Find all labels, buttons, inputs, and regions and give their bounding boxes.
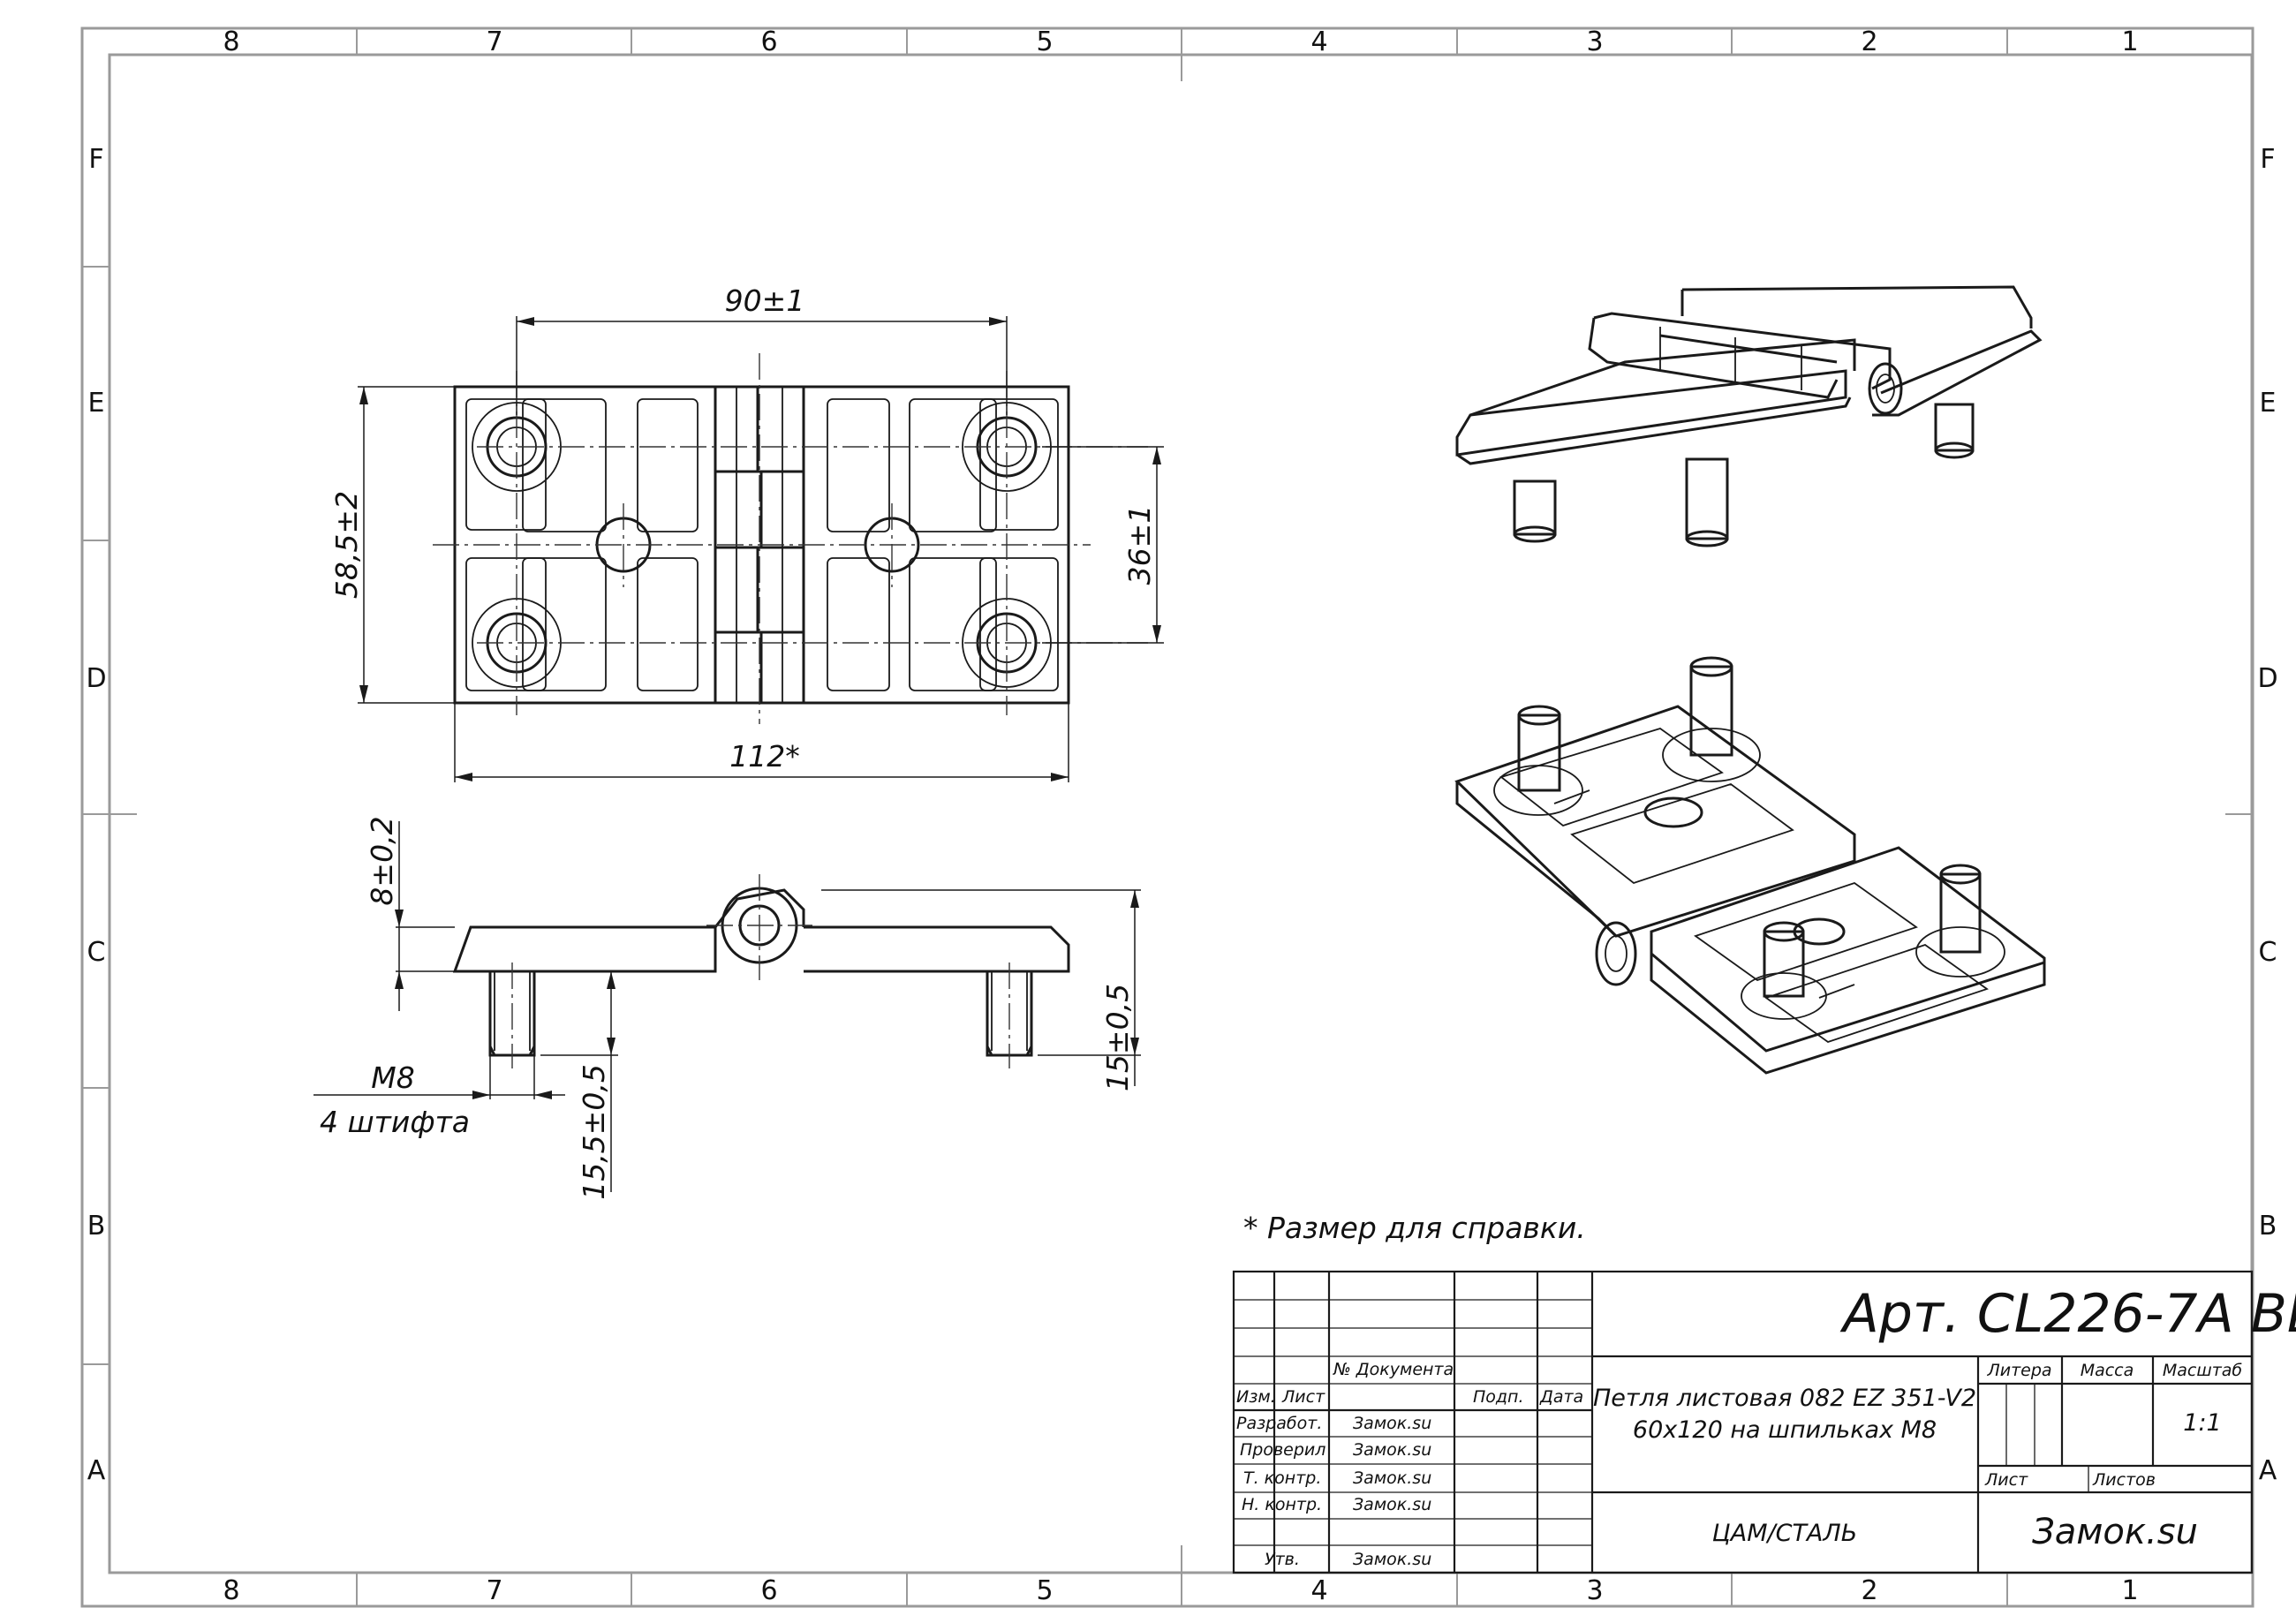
title-block: № Документа Изм. Лист Подп. Дата Разрабо…: [1232, 1270, 2296, 1574]
zone-col-bottom-3: 3: [1586, 1575, 1603, 1606]
zone-col-bottom-4: 4: [1310, 1575, 1327, 1606]
zone-col-top-6: 6: [760, 26, 777, 57]
tb-list: Лист: [1984, 1470, 2028, 1490]
zone-col-bottom-1: 1: [2121, 1575, 2138, 1606]
tb-role-2: Т. контр.: [1243, 1468, 1321, 1488]
zone-row-right-A: A: [2259, 1455, 2277, 1486]
zone-row-left-C: C: [87, 937, 106, 968]
tb-scale: 1:1: [2183, 1409, 2221, 1437]
tb-col-data: Дата: [1539, 1387, 1583, 1407]
dim-8: 8±0,2: [365, 816, 399, 905]
zone-row-left-F: F: [88, 144, 103, 175]
tb-col-doc: № Документа: [1333, 1360, 1454, 1379]
tb-listov: Листов: [2092, 1470, 2156, 1490]
zone-row-left-E: E: [88, 388, 105, 419]
tb-name-3: Замок.su: [1353, 1495, 1431, 1514]
isometric-view-top: [1455, 285, 2043, 547]
pins-count-label: 4 штифта: [320, 1105, 470, 1139]
sheet-frame: [80, 26, 2254, 1608]
tb-material: ЦАМ/СТАЛЬ: [1712, 1520, 1857, 1547]
zone-col-top-2: 2: [1861, 26, 1877, 57]
zone-row-left-D: D: [86, 663, 106, 694]
zone-col-bottom-5: 5: [1036, 1575, 1053, 1606]
tb-litera: Литера: [1986, 1361, 2051, 1380]
zone-col-top-4: 4: [1310, 26, 1327, 57]
zone-col-top-8: 8: [223, 26, 239, 57]
tb-role-0: Разработ.: [1236, 1414, 1322, 1433]
tb-name-0: Замок.su: [1353, 1414, 1431, 1433]
tb-col-podp: Подп.: [1473, 1387, 1524, 1407]
top-view: 90±1 58,5±2 36±1 112*: [329, 283, 1164, 782]
zone-col-bottom-8: 8: [223, 1575, 239, 1606]
zone-col-bottom-7: 7: [486, 1575, 502, 1606]
tb-company: Замок.su: [2032, 1512, 2198, 1552]
zone-col-top-5: 5: [1036, 26, 1053, 57]
dim-15: 15±0,5: [1100, 984, 1135, 1091]
tb-massa: Масса: [2081, 1361, 2134, 1380]
tb-role-4: Утв.: [1265, 1550, 1300, 1569]
pin-iso-3: [1741, 921, 1827, 1020]
pin-iso-2: [1662, 656, 1761, 782]
tb-masshtab: Масштаб: [2163, 1361, 2243, 1380]
tb-name-2: Замок.su: [1353, 1468, 1431, 1488]
zone-col-bottom-6: 6: [760, 1575, 777, 1606]
zone-row-right-E: E: [2260, 388, 2277, 419]
dim-36: 36±1: [1122, 505, 1157, 585]
zone-col-top-7: 7: [486, 26, 502, 57]
zone-row-right-B: B: [2259, 1211, 2277, 1242]
pin-iso-1: [1493, 705, 1583, 816]
zone-row-right-D: D: [2257, 663, 2277, 694]
dim-58-5: 58,5±2: [329, 491, 364, 599]
tb-product-line2: 60x120 на шпильках М8: [1633, 1416, 1937, 1444]
zone-row-left-A: A: [87, 1455, 106, 1486]
tb-name-1: Замок.su: [1353, 1440, 1431, 1460]
tb-role-3: Н. контр.: [1242, 1495, 1322, 1514]
side-view: 8±0,2 15±0,5 15,5±0,5 M8 4 штифта: [313, 816, 1141, 1200]
tb-product-line1: Петля листовая 082 EZ 351-V2: [1593, 1385, 1976, 1412]
tb-col-list: Лист: [1281, 1387, 1325, 1407]
tb-col-izm: Изм.: [1236, 1387, 1276, 1407]
isometric-view-bottom: [1454, 656, 2046, 1075]
zone-row-right-F: F: [2260, 144, 2275, 175]
thread-label: M8: [371, 1061, 414, 1095]
reference-note: * Размер для справки.: [1243, 1211, 1586, 1245]
dim-112: 112*: [729, 739, 800, 774]
tb-name-4: Замок.su: [1353, 1550, 1431, 1569]
dim-15-5: 15,5±0,5: [577, 1064, 611, 1200]
tb-role-1: Проверил: [1240, 1440, 1325, 1460]
zone-row-left-B: B: [87, 1211, 106, 1242]
pin-iso-4: [1915, 864, 2005, 978]
zone-col-top-1: 1: [2121, 26, 2138, 57]
zone-labels: 8 7 6 5 4 3 2 1 8 7 6 5 4 3 2 1 F E D C …: [86, 26, 2277, 1606]
zone-col-bottom-2: 2: [1861, 1575, 1877, 1606]
dim-90: 90±1: [725, 283, 805, 318]
tb-article: Арт. CL226-7A BL: [1839, 1283, 2296, 1345]
zone-col-top-3: 3: [1586, 26, 1603, 57]
zone-row-right-C: C: [2259, 937, 2277, 968]
